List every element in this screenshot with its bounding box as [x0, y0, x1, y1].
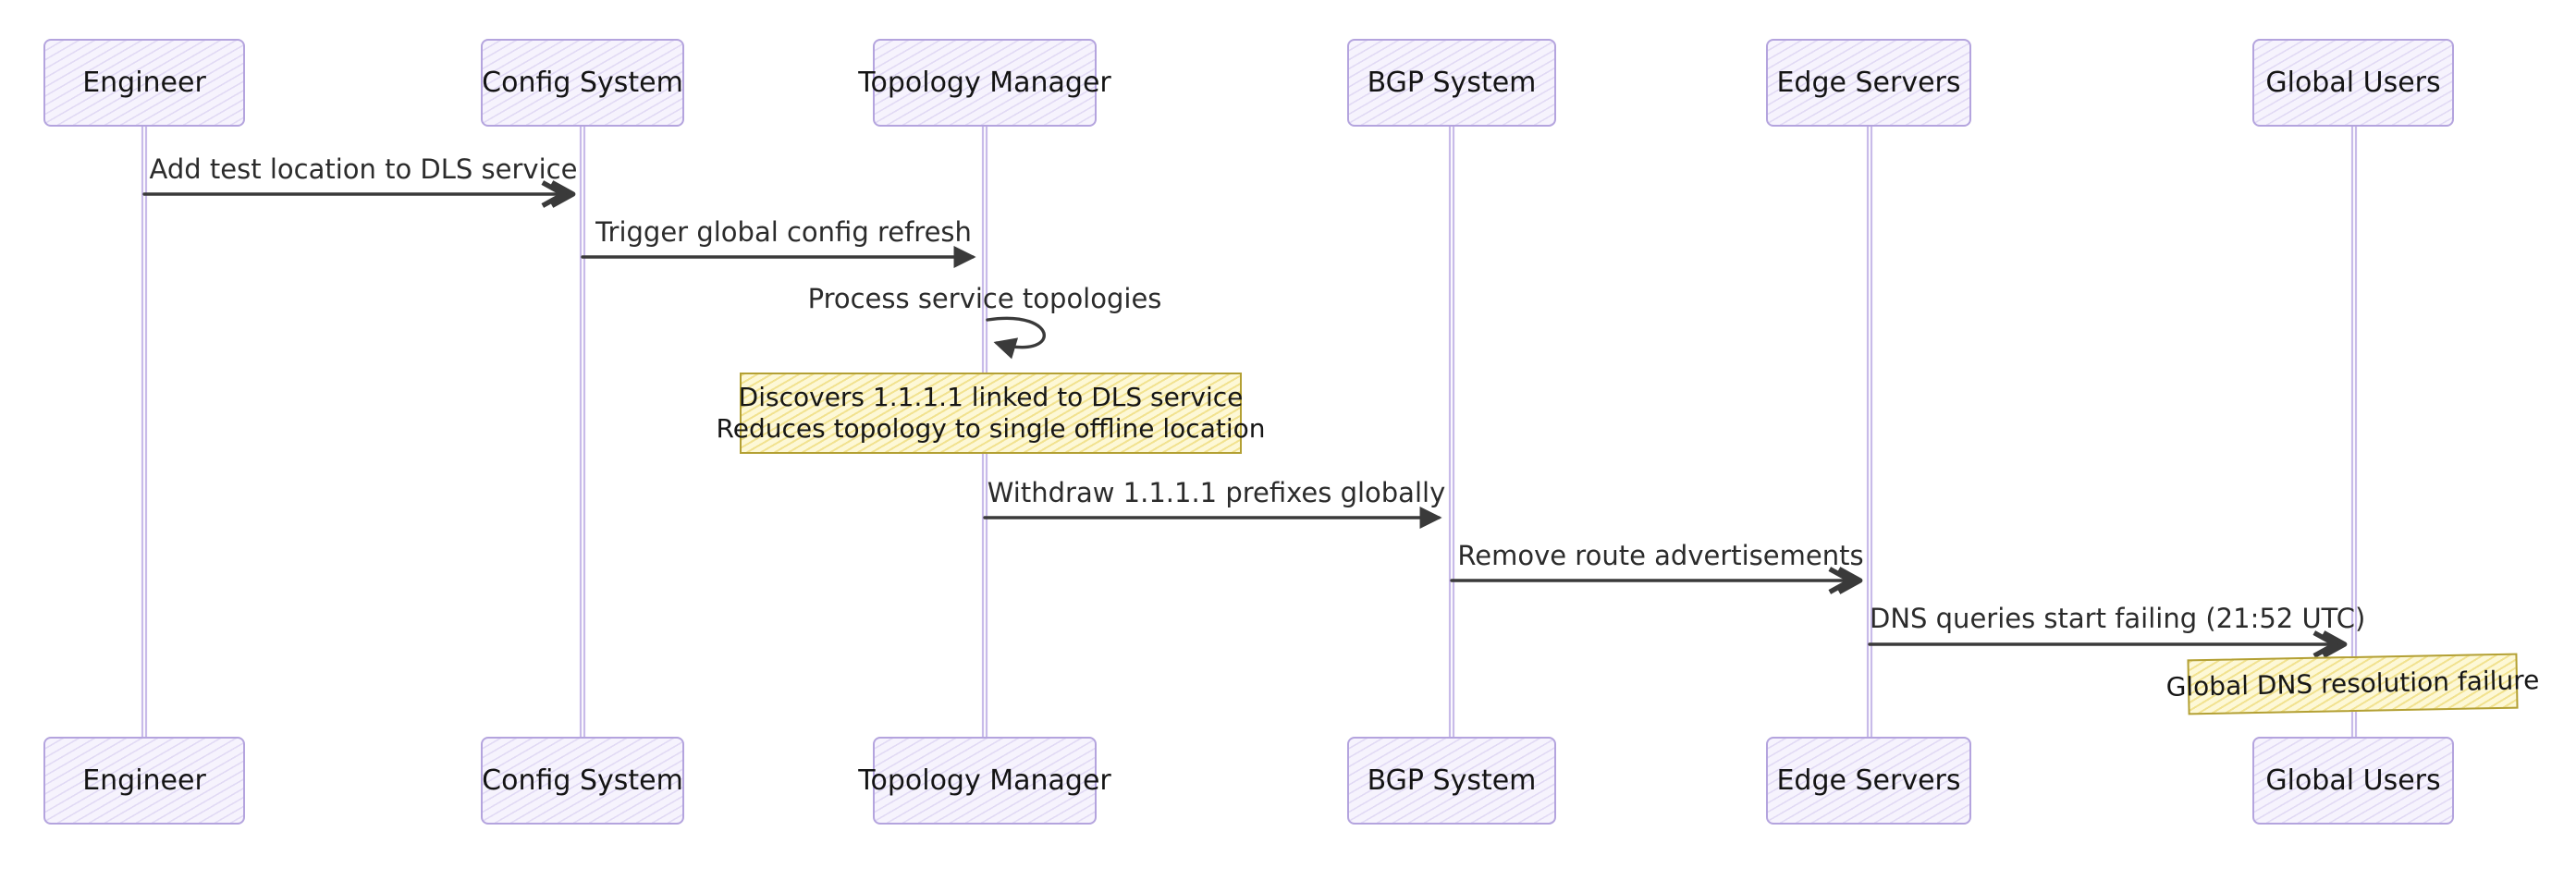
- actor-label: Global Users: [2265, 764, 2441, 797]
- message-label-5: Remove route advertisements: [1457, 540, 1864, 571]
- actor-label: Config System: [482, 67, 683, 99]
- note-topology-manager: Discovers 1.1.1.1 linked to DLS service …: [717, 373, 1266, 454]
- actor-top-bgp-system: BGP System: [1347, 39, 1556, 127]
- actor-label: BGP System: [1367, 764, 1537, 797]
- note-global-users: Global DNS resolution failure: [2165, 653, 2540, 715]
- actor-label: Engineer: [82, 764, 206, 797]
- actor-label: Config System: [482, 764, 683, 797]
- actor-label: BGP System: [1367, 67, 1537, 99]
- actor-bottom-edge-servers: Edge Servers: [1766, 737, 1971, 825]
- actor-bottom-global-users: Global Users: [2252, 737, 2454, 825]
- actor-bottom-bgp-system: BGP System: [1347, 737, 1556, 825]
- actor-label: Topology Manager: [858, 67, 1111, 99]
- actor-bottom-engineer: Engineer: [43, 737, 245, 825]
- actor-top-edge-servers: Edge Servers: [1766, 39, 1971, 127]
- actor-top-engineer: Engineer: [43, 39, 245, 127]
- actor-label: Edge Servers: [1776, 764, 1961, 797]
- actor-label: Global Users: [2265, 67, 2441, 99]
- actor-top-global-users: Global Users: [2252, 39, 2454, 127]
- note-line: Discovers 1.1.1.1 linked to DLS service: [738, 382, 1244, 412]
- message-label-6: DNS queries start failing (21:52 UTC): [1870, 603, 2366, 634]
- message-label-1: Add test location to DLS service: [149, 153, 578, 185]
- message-label-4: Withdraw 1.1.1.1 prefixes globally: [987, 477, 1446, 508]
- message-label-2: Trigger global config refresh: [595, 216, 972, 248]
- actor-label: Engineer: [82, 67, 206, 99]
- actor-top-config-system: Config System: [481, 39, 684, 127]
- actor-top-topology-manager: Topology Manager: [858, 39, 1111, 127]
- note-line: Global DNS resolution failure: [2165, 665, 2540, 703]
- message-arrow-self: [986, 316, 1046, 360]
- actor-label: Topology Manager: [858, 764, 1111, 797]
- actor-bottom-config-system: Config System: [481, 737, 684, 825]
- actor-label: Edge Servers: [1776, 67, 1961, 99]
- message-label-self: Process service topologies: [807, 283, 1162, 314]
- actor-bottom-topology-manager: Topology Manager: [858, 737, 1111, 825]
- message-arrows: [142, 180, 2348, 658]
- note-line: Reduces topology to single offline locat…: [716, 413, 1266, 444]
